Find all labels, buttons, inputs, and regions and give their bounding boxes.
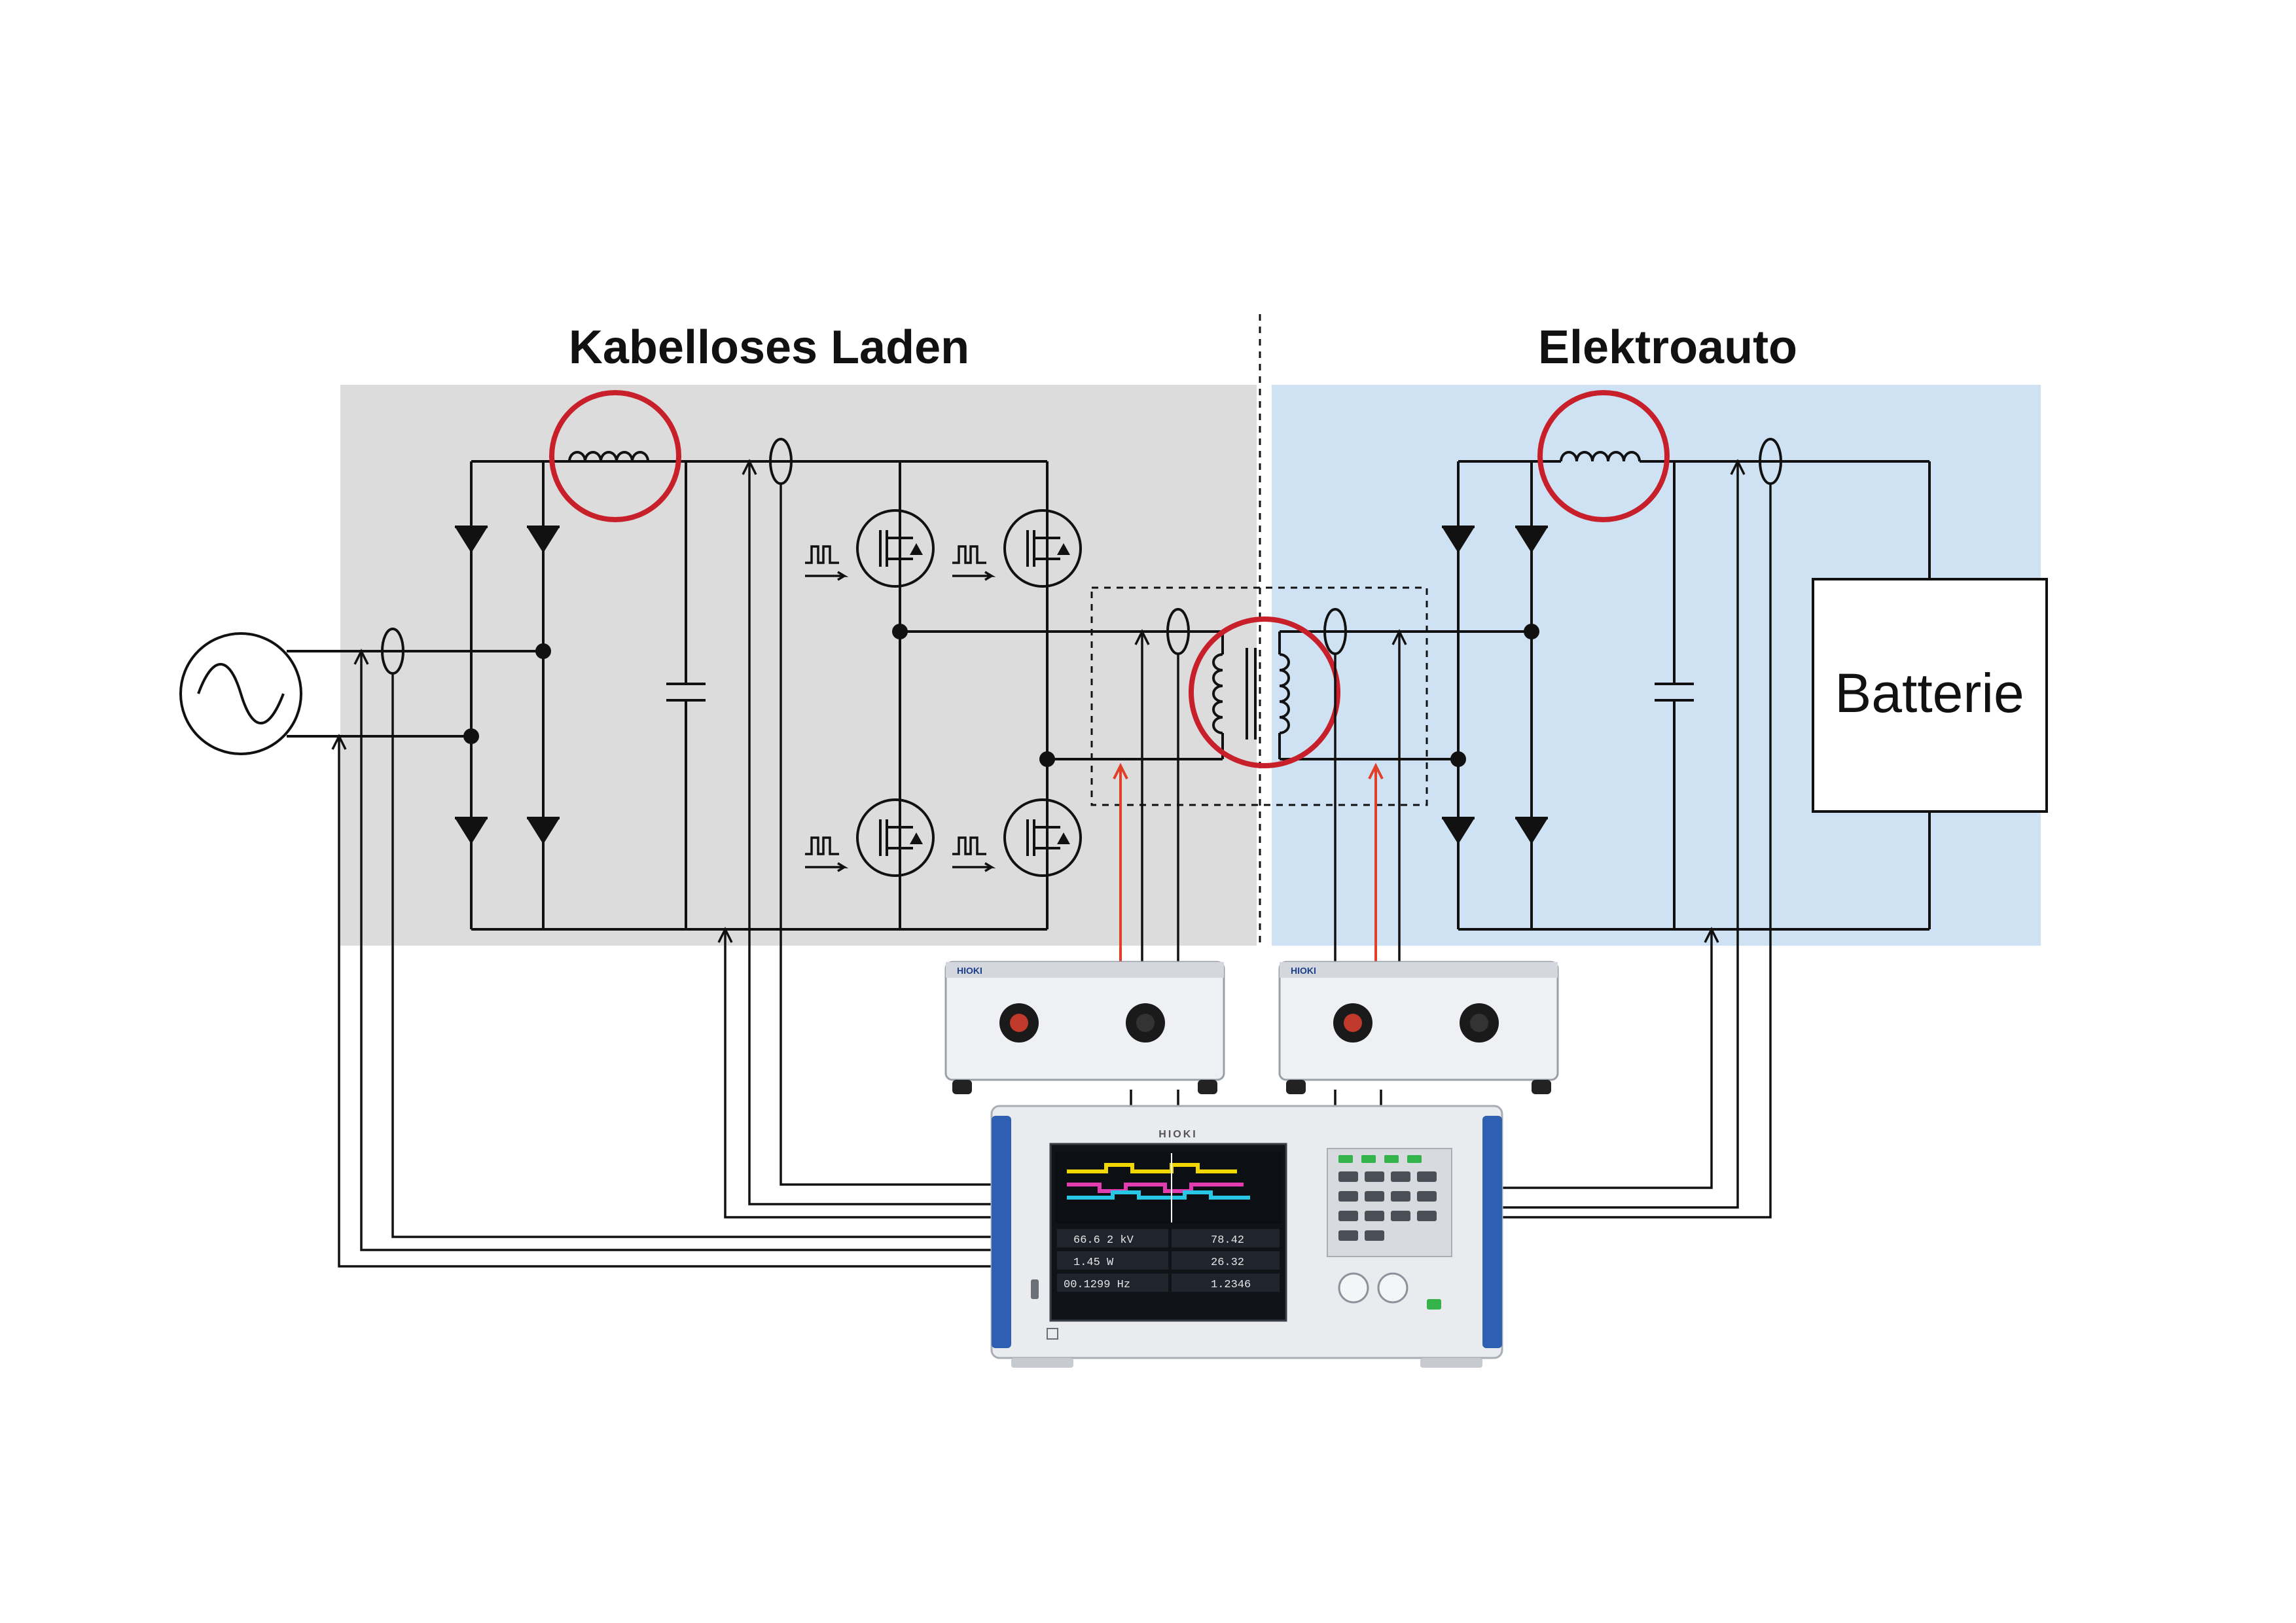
readout-row-1-right: 78.42 xyxy=(1211,1234,1244,1247)
readout-row-2-left: 1.45 W xyxy=(1073,1257,1114,1269)
power-analyzer: HIOKI 66.6 2 kV 78.42 1.45 W 26.32 00.12… xyxy=(990,1105,1503,1368)
mosfet-top-right-icon xyxy=(1003,509,1082,588)
vehicle-rectifier xyxy=(1442,460,1929,931)
readout-row-1-left: 66.6 2 kV xyxy=(1073,1234,1134,1247)
differential-probe-left: HIOKI xyxy=(944,961,1225,1113)
differential-probe-right: HIOKI xyxy=(1278,961,1559,1113)
probe-left-brand: HIOKI xyxy=(957,965,982,976)
mosfet-bottom-right-icon xyxy=(1003,798,1082,877)
rectifier-bridge xyxy=(455,460,1047,931)
mosfet-top-left-icon xyxy=(856,509,935,588)
mosfet-bottom-left-icon xyxy=(856,798,935,877)
readout-row-3-right: 1.2346 xyxy=(1211,1279,1251,1291)
readout-row-2-right: 26.32 xyxy=(1211,1257,1244,1269)
primary-coil-icon xyxy=(1212,653,1223,734)
coupling-coil-highlight xyxy=(1189,616,1340,768)
battery-label: Batterie xyxy=(1835,662,2024,724)
readout-row-3-left: 00.1299 Hz xyxy=(1064,1279,1130,1291)
measurement-leads-left xyxy=(331,459,995,1268)
analyzer-knob-left-icon xyxy=(1338,1272,1369,1304)
analyzer-readouts: 66.6 2 kV 78.42 1.45 W 26.32 00.1299 Hz … xyxy=(1057,1229,1280,1292)
vehicle-inductor-icon xyxy=(1532,451,1929,463)
secondary-coil-icon xyxy=(1279,653,1290,734)
probe-right-brand: HIOKI xyxy=(1291,965,1316,976)
coupling-coil-box xyxy=(1090,586,1428,806)
left-section-title: Kabelloses Laden xyxy=(569,321,969,374)
pfc-inductor-highlight xyxy=(549,390,681,522)
battery-box xyxy=(1812,578,2048,813)
analyzer-knob-right-icon xyxy=(1377,1272,1408,1304)
pfc-inductor-icon xyxy=(543,451,1047,463)
gate-pulse-icon xyxy=(805,545,996,872)
analyzer-brand: HIOKI xyxy=(1158,1129,1197,1140)
dc-link-capacitor-left xyxy=(666,461,706,929)
right-section-title: Elektroauto xyxy=(1538,321,1797,374)
inverter-h-bridge xyxy=(805,461,1082,929)
vehicle-inductor-highlight xyxy=(1537,390,1670,522)
ac-source-icon xyxy=(179,632,302,755)
measurement-leads-right xyxy=(1499,459,1772,1219)
wireless-charger-background xyxy=(340,385,1257,946)
dc-link-capacitor-right xyxy=(1655,461,1694,929)
